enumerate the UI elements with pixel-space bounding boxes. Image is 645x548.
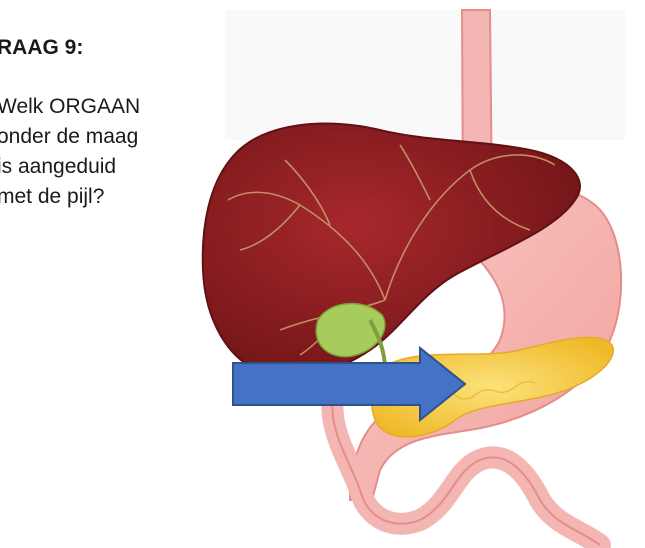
background-haze [225, 10, 625, 140]
